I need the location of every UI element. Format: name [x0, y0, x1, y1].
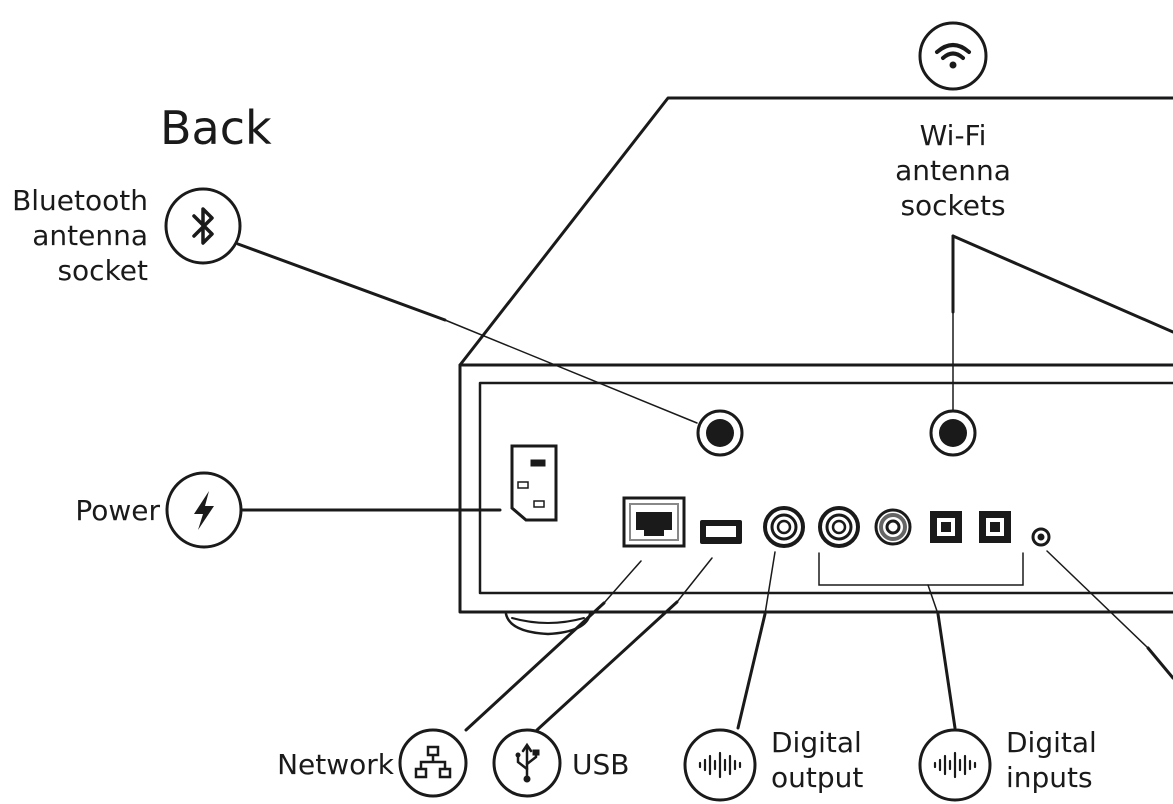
digital-inputs-leader-line [936, 612, 957, 730]
optical-input-2 [979, 511, 1011, 543]
coax-input-2 [874, 508, 912, 546]
digital-output-leader-line [736, 612, 767, 730]
diagram-title: Back [160, 101, 272, 155]
network-leader-line-thin [603, 560, 642, 604]
device-back-panel-inner [478, 381, 1173, 595]
audio-waveform-icon [918, 728, 992, 802]
device-top-outline [458, 96, 1173, 367]
digital-inputs-bracket [818, 552, 1024, 586]
power-inlet [510, 444, 558, 522]
digital-output-leader-line-thin [764, 551, 776, 615]
coax-input-1 [818, 506, 860, 548]
wifi-antenna-socket [929, 409, 977, 457]
usb-leader-line-thin [676, 557, 713, 603]
usb-icon [492, 728, 562, 798]
bluetooth-icon [164, 187, 242, 265]
wifi-icon [918, 21, 988, 91]
jack-leader-line-thin [1046, 550, 1149, 649]
network-leader-line [464, 601, 606, 732]
bluetooth-leader-line-thin [444, 319, 698, 424]
wifi-label: Wi-Fi antenna sockets [895, 119, 1011, 222]
device-back-panel-outer [458, 363, 1173, 614]
bluetooth-label: Bluetooth antenna socket [12, 184, 148, 287]
usb-port [700, 520, 742, 544]
bluetooth-antenna-socket [696, 409, 744, 457]
usb-leader-line [535, 600, 679, 732]
small-jack [1031, 527, 1051, 547]
device-foot-rim [511, 617, 585, 624]
digital-inputs-label: Digital inputs [1006, 726, 1097, 794]
jack-leader-line [1146, 646, 1173, 680]
digital-inputs-leader-line-thin [927, 584, 939, 615]
bluetooth-leader-line [236, 242, 447, 322]
power-label: Power [75, 494, 160, 527]
wifi-leader-line-right [951, 234, 1173, 334]
audio-waveform-icon [683, 728, 757, 802]
network-icon [398, 728, 468, 798]
device-foot [504, 612, 592, 636]
lightning-bolt-icon [165, 471, 243, 549]
network-port [622, 496, 686, 548]
network-label: Network [277, 748, 394, 781]
optical-input-1 [930, 511, 962, 543]
digital-output-label: Digital output [771, 726, 864, 794]
coax-output [763, 506, 805, 548]
usb-label: USB [572, 748, 630, 781]
